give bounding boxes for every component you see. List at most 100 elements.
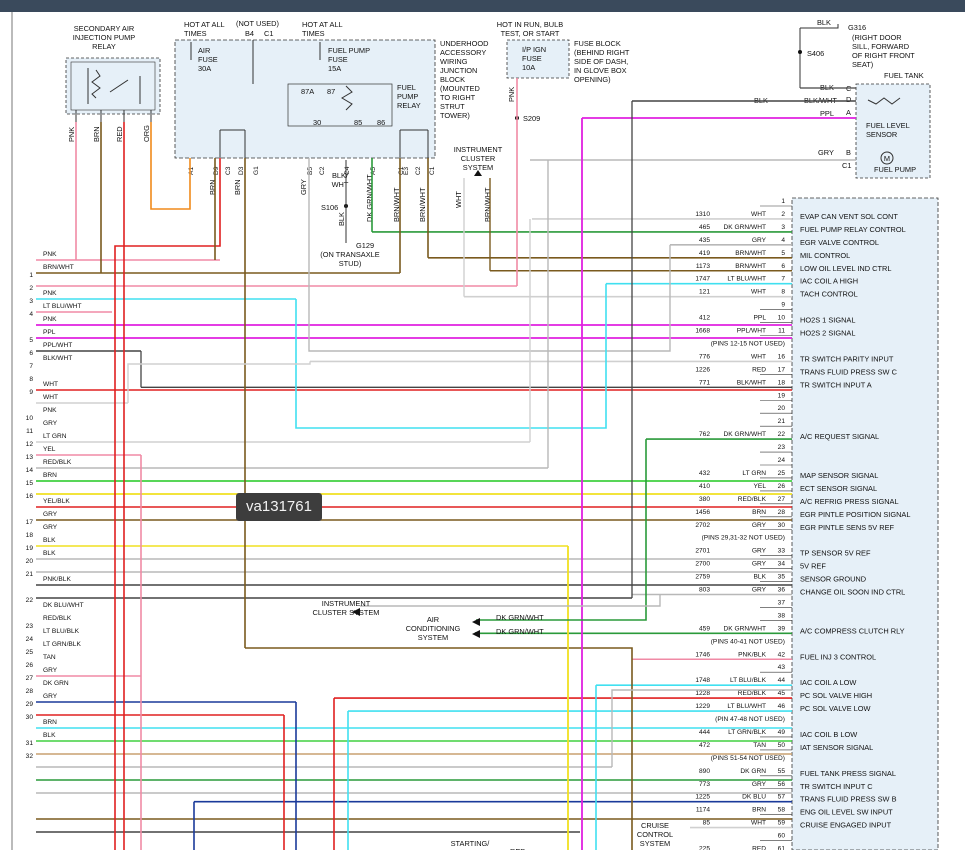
left-wire-label-31: TAN [43, 654, 56, 661]
tank-wire-gry: GRY [818, 148, 834, 157]
hot-at-all-times-label-2: TIMES [302, 29, 325, 38]
pcm-wire-color-58: BRN [752, 807, 766, 814]
pcm-circuit-59: 85 [703, 820, 711, 827]
g316-blk-wire: BLK [817, 18, 831, 27]
air-fuse-label: 30A [198, 64, 211, 73]
air-conditioning-system-label: CONDITIONING [406, 624, 461, 633]
fuse-block-label: IN GLOVE BOX [574, 66, 627, 75]
pcm-func-42: FUEL INJ 3 CONTROL [800, 652, 876, 661]
left-wire-label-13: GRY [43, 420, 58, 427]
pcm-pin-59: 59 [778, 820, 786, 827]
pcm-note-34: (PINS 40-41 NOT USED) [711, 638, 785, 645]
pcm-pin-7: 7 [781, 276, 785, 283]
pcm-wire-color-7: LT BLU/WHT [727, 276, 766, 283]
ip-fuse-block [506, 39, 570, 79]
pcm-pin-5: 5 [781, 250, 785, 257]
wire-v-ac-1 [476, 439, 647, 621]
left-wire-label-33: DK GRN [43, 680, 69, 687]
underhood-block-label: JUNCTION [440, 66, 477, 75]
underhood-block-label: UNDERHOOD [440, 39, 488, 48]
pcm-func-10: HO2S 1 SIGNAL [800, 316, 855, 325]
jb-pin-11: C2 [415, 166, 422, 175]
relay-wire-label-org: ORG [142, 125, 151, 142]
ac-wire-label-2: DK GRN/WHT [496, 627, 544, 636]
relay-coil [91, 69, 101, 99]
jb-wire-brnwht-1: BRN/WHT [392, 187, 401, 222]
b4-label: B4 [245, 29, 254, 38]
pcm-func-2: EVAP CAN VENT SOL CONT [800, 212, 898, 221]
g316-label: G316 [848, 23, 866, 32]
pcm-func-22: A/C REQUEST SIGNAL [800, 432, 879, 441]
relay-pin-87: 87 [327, 87, 335, 96]
jb-pin-6: C2 [319, 166, 326, 175]
pcm-pin-27: 27 [778, 496, 786, 503]
pcm-pin-50: 50 [778, 742, 786, 749]
air-conditioning-system-label: AIR [427, 615, 439, 624]
pcm-pin-23: 23 [778, 444, 786, 451]
g316-desc: (RIGHT DOOR [852, 33, 902, 42]
left-wire-num-4: 4 [29, 311, 33, 318]
left-wire-num-28: 28 [26, 688, 34, 695]
pcm-pin-2: 2 [781, 211, 785, 218]
ac-arrow-2 [472, 630, 480, 638]
pcm-func-33: TP SENSOR 5V REF [800, 549, 871, 558]
left-wire-label-0: PNK [43, 251, 57, 258]
ic-arrow-bottom [352, 608, 360, 616]
pcm-note-26: (PINS 29,31-32 NOT USED) [702, 535, 785, 542]
left-wire-num-19: 19 [26, 545, 34, 552]
air-fuse-label: AIR [198, 46, 210, 55]
left-wire-label-32: GRY [43, 667, 58, 674]
pcm-wire-color-27: RED/BLK [738, 496, 767, 503]
left-wire-num-9: 9 [29, 389, 33, 396]
fuel-pump-motor-symbol [880, 151, 894, 165]
pcm-pin-33: 33 [778, 548, 786, 555]
pcm-pin-30: 30 [778, 522, 786, 529]
pcm-wire-color-61: RED [752, 846, 766, 850]
pcm-wire-color-55: DK GRN [740, 768, 766, 775]
jb-wire-dkgrnwht: DK GRN/WHT [365, 174, 374, 222]
pcm-note-43: (PINS 51-54 NOT USED) [711, 755, 785, 762]
left-wire-label-15: YEL [43, 446, 56, 453]
pcm-circuit-46: 1229 [695, 703, 710, 710]
pcm-circuit-57: 1225 [695, 794, 710, 801]
pcm-pin-55: 55 [778, 768, 786, 775]
ac-arrow-1 [472, 618, 480, 626]
pcm-pin-28: 28 [778, 509, 786, 516]
fuse-block-label: (BEHIND RIGHT [574, 48, 630, 57]
pcm-func-26: ECT SENSOR SIGNAL [800, 484, 877, 493]
ic-wire-brnwht: BRN/WHT [483, 187, 492, 222]
pcm-circuit-49: 444 [699, 729, 710, 736]
jb-wire-gry: GRY [299, 179, 308, 195]
pcm-func-16: TR SWITCH PARITY INPUT [800, 354, 894, 363]
pcm-wire-color-49: LT GRN/BLK [728, 729, 766, 736]
wire-v-red-left [114, 158, 221, 850]
left-wire-num-31: 31 [26, 740, 34, 747]
pcm-pin-17: 17 [778, 366, 786, 373]
pcm-pin-3: 3 [781, 224, 785, 231]
pcm-wire-color-3: DK GRN/WHT [724, 224, 767, 231]
s209-label: S209 [523, 114, 540, 123]
pcm-pin-18: 18 [778, 379, 786, 386]
relay-switch [109, 79, 129, 93]
pcm-wire-color-30: GRY [752, 522, 767, 529]
pcm-pin-57: 57 [778, 794, 786, 801]
pcm-wire-color-33: GRY [752, 548, 767, 555]
left-wire-label-3: PNK [43, 290, 57, 297]
pcm-func-56: TR SWITCH INPUT C [800, 782, 873, 791]
fuel-tank-label: FUEL TANK [884, 71, 924, 80]
ip-ign-fuse-label: 10A [522, 63, 535, 72]
pcm-func-30: EGR PINTLE SENS 5V REF [800, 523, 895, 532]
left-wire-label-27: DK BLU/WHT [43, 602, 84, 609]
left-wire-label-30: LT GRN/BLK [43, 641, 81, 648]
pcm-circuit-34: 2700 [695, 561, 710, 568]
pcm-circuit-11: 1668 [695, 328, 710, 335]
pcm-pin-49: 49 [778, 729, 786, 736]
left-wire-num-17: 17 [26, 519, 34, 526]
pcm-circuit-8: 121 [699, 289, 710, 296]
left-wire-num-23: 23 [26, 623, 34, 630]
pcm-func-57: TRANS FLUID PRESS SW B [800, 795, 897, 804]
secondary-air-relay-label: RELAY [92, 42, 116, 51]
pcm-pin-42: 42 [778, 651, 786, 658]
pcm-wire-color-35: BLK [754, 574, 767, 581]
